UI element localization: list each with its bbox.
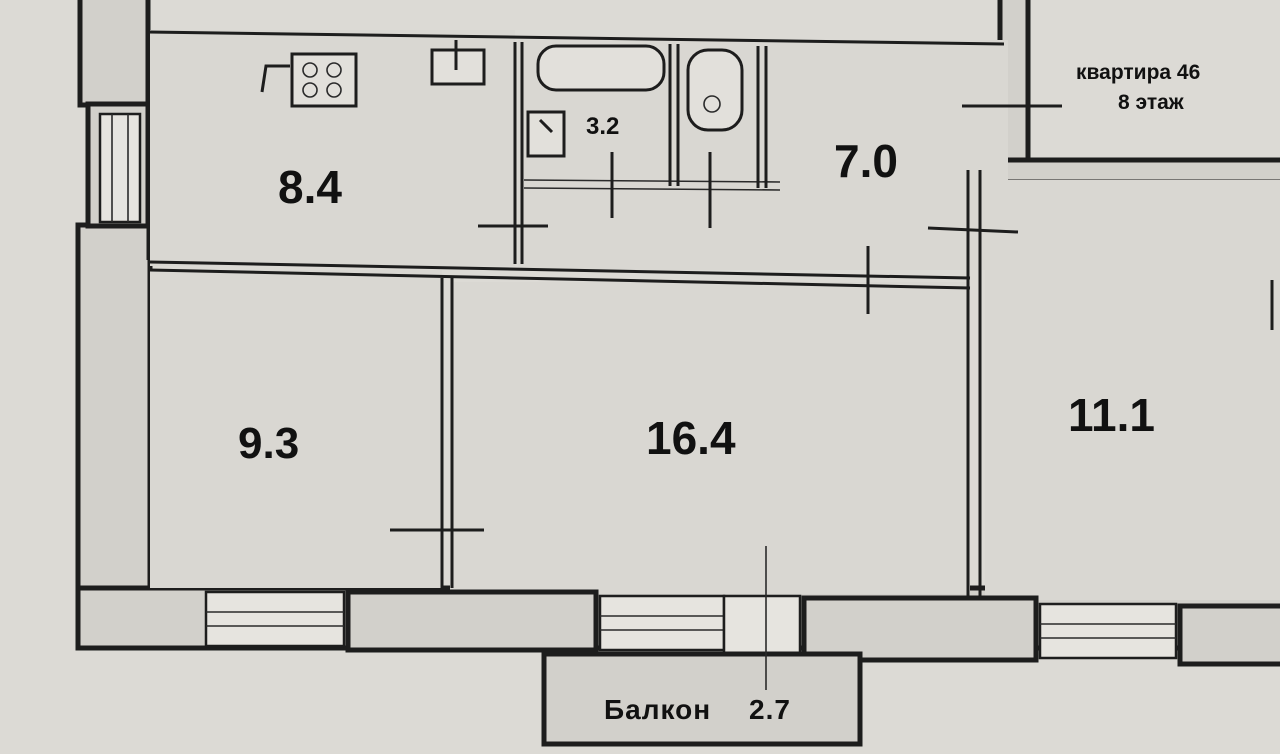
kitchen-area-label: 8.4	[278, 161, 342, 213]
kitchen-fixtures	[260, 40, 486, 108]
balcony	[541, 651, 863, 747]
apartment-title: квартира 46	[1076, 61, 1200, 84]
balcony-label: Балкон	[604, 694, 711, 725]
apartment-floor: 8 этаж	[1118, 91, 1185, 114]
bathroom-area-label: 3.2	[586, 113, 619, 140]
interior-walls	[146, 30, 1005, 600]
hallway-area-label: 7.0	[834, 135, 898, 187]
windows	[98, 112, 1280, 667]
bedroom-right-area-label: 11.1	[1068, 389, 1155, 441]
door-marks	[390, 104, 1274, 690]
bedroom-left-area-label: 9.3	[238, 419, 299, 468]
balcony-area-label: 2.7	[749, 694, 791, 725]
living-room-area-label: 16.4	[646, 412, 736, 464]
bathroom-fixtures	[526, 44, 744, 158]
